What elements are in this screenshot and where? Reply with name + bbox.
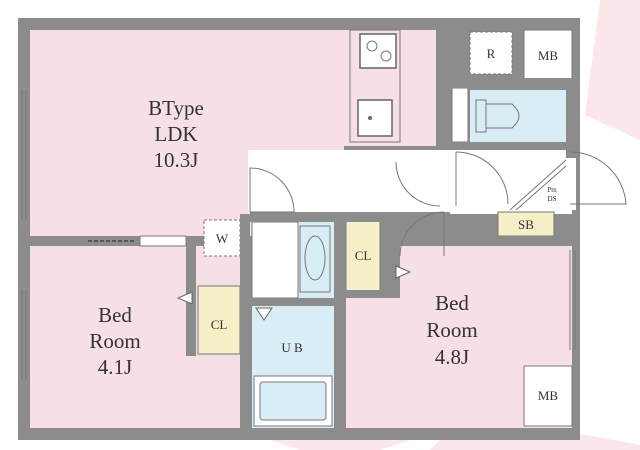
- stove-icon: [359, 33, 397, 69]
- mb-bottom-label: MB: [538, 388, 559, 403]
- closet-center: [345, 219, 381, 293]
- ldk-label-line3: 10.3J: [154, 148, 199, 172]
- bed-left-label-line1: Bed: [98, 303, 132, 327]
- ldk-label-line1: BType: [148, 96, 204, 120]
- window-marks: [21, 90, 576, 380]
- bed-right-label-line3: 4.8J: [435, 345, 469, 369]
- ventilation-shaft: [509, 159, 567, 211]
- meter-box-bottom: [523, 365, 573, 427]
- bed-left-label-line2: Room: [89, 329, 140, 353]
- cl-left-label: CL: [211, 317, 228, 332]
- washer-space: [203, 219, 241, 257]
- bed-left-label-line3: 4.1J: [98, 355, 132, 379]
- mb-top-label: MB: [538, 48, 559, 63]
- closet-left: [197, 285, 241, 355]
- sink-icon: [357, 99, 393, 137]
- cl-center-label: CL: [355, 248, 372, 263]
- toilet-room: [470, 90, 566, 142]
- ldk-label-line2: LDK: [154, 122, 197, 146]
- ub-label: U B: [281, 340, 303, 355]
- sb-label: SB: [518, 217, 534, 232]
- bed-right-label-line2: Room: [426, 318, 477, 342]
- ventilation-label-2: DS: [548, 195, 557, 203]
- refrigerator-label: R: [487, 46, 496, 61]
- toilet-icon: [475, 99, 520, 133]
- washer-label: W: [216, 231, 229, 246]
- refrigerator-space: [469, 31, 513, 75]
- doors: [176, 151, 627, 321]
- basin-icon: [299, 225, 331, 293]
- shoe-box: [497, 211, 555, 237]
- ventilation-label-1: Pm: [547, 186, 557, 194]
- bed-right-label-line1: Bed: [435, 291, 469, 315]
